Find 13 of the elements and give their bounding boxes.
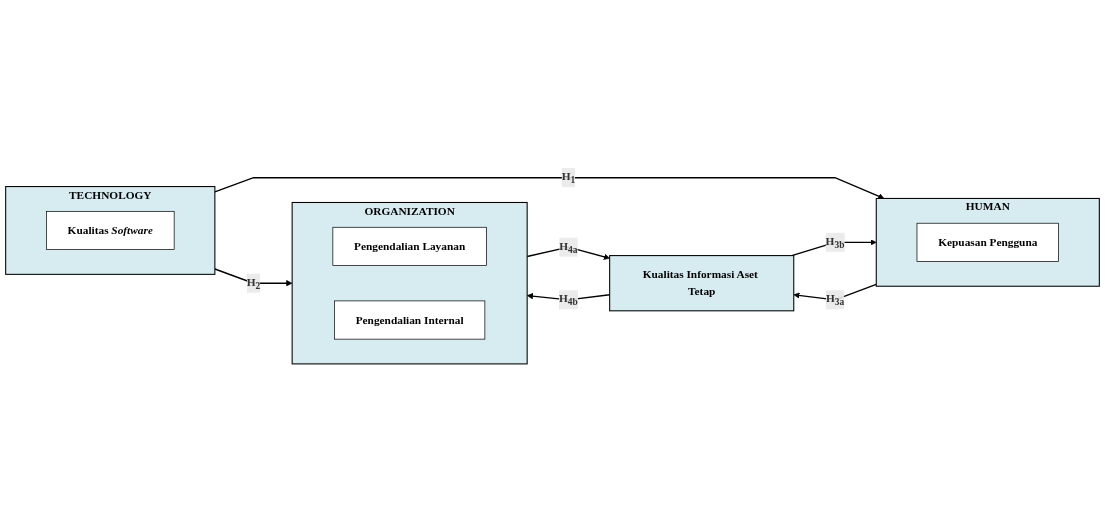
node-box: Kepuasan Pengguna xyxy=(916,222,1059,262)
arrow xyxy=(793,283,877,301)
arrow xyxy=(214,177,885,200)
node-box: Pengendalian Layanan xyxy=(332,226,487,266)
edge-label: H$_{1}$ xyxy=(561,170,576,186)
edge-label: H$_{2}$ xyxy=(246,275,261,291)
node-box: Kualitas Informasi Aset Tetap xyxy=(609,255,795,312)
edge-label: H$_{4b}$ xyxy=(559,292,578,308)
node-box: Pengendalian Internal xyxy=(334,300,486,340)
node-box: Kualitas Software xyxy=(46,210,175,250)
edge-label: H$_{4a}$ xyxy=(559,239,578,255)
edge-label: H$_{3b}$ xyxy=(825,234,845,250)
edge-label: H$_{3a}$ xyxy=(825,292,845,308)
